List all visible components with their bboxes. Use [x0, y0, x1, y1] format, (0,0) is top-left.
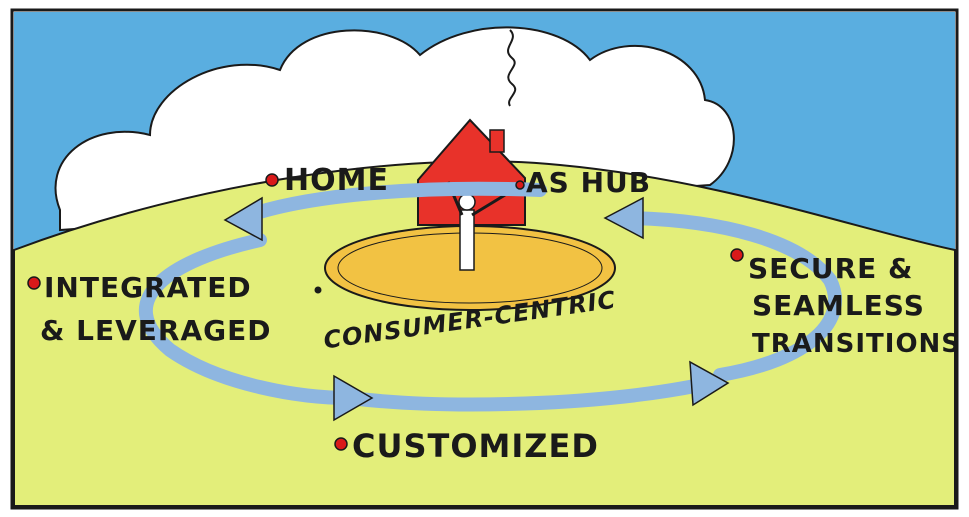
arrow-right-top [623, 211, 842, 382]
label-customized-text: CUSTOMIZED [352, 427, 599, 465]
label-customized: CUSTOMIZED [334, 427, 599, 465]
label-integrated: INTEGRATED & LEVERAGED [27, 271, 272, 347]
label-secure-line1: SECURE & [748, 252, 913, 285]
label-as-hub: AS HUB [515, 166, 651, 199]
cycle-arrows [139, 181, 842, 412]
label-home: HOME [265, 163, 389, 198]
smoke-icon [507, 29, 517, 107]
arrow-left-bottom [139, 233, 357, 405]
person-icon [446, 181, 506, 271]
arrow-top-left [243, 181, 547, 222]
label-secure-line3: TRANSITIONS [752, 329, 961, 359]
label-secure: SECURE & SEAMLESS TRANSITIONS [730, 248, 961, 359]
label-integrated-line1: INTEGRATED [44, 271, 252, 304]
arrow-bottom [343, 378, 707, 412]
frame [10, 8, 959, 510]
arrow-heads [223, 196, 730, 422]
label-home-text: HOME [284, 163, 389, 198]
label-secure-line2: SEAMLESS [752, 289, 925, 322]
label-integrated-line2: & LEVERAGED [40, 314, 272, 347]
label-as-hub-text: AS HUB [526, 166, 651, 199]
